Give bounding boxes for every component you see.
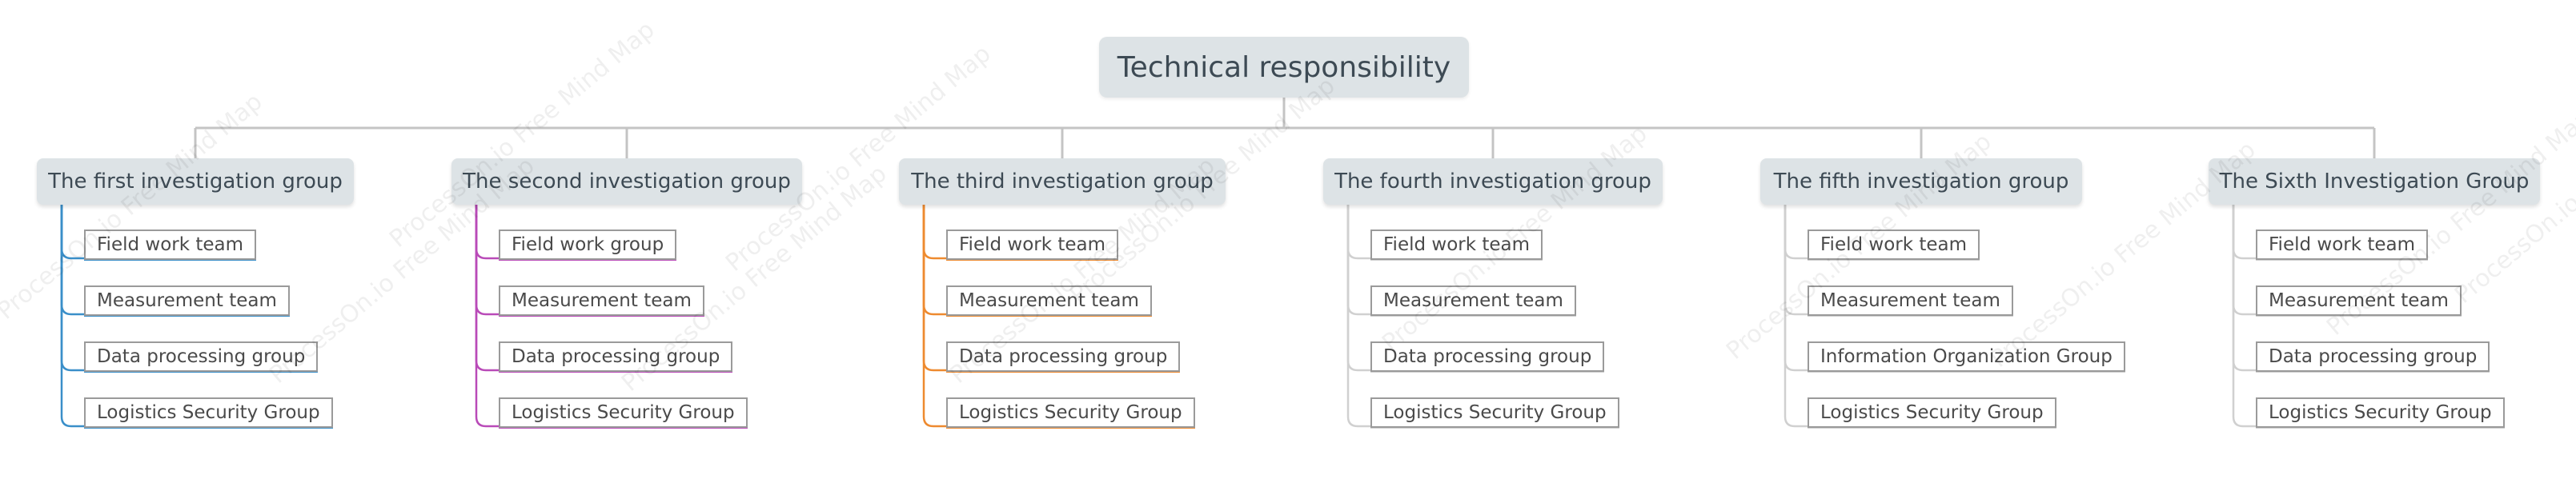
team-node[interactable]: Measurement team: [2256, 285, 2462, 316]
team-node[interactable]: Logistics Security Group: [1808, 397, 2056, 428]
group-node-label: The fifth investigation group: [1773, 170, 2069, 194]
branch-connector: [475, 205, 499, 260]
branch-connector: [2232, 205, 2256, 372]
team-node-label: Data processing group: [97, 346, 306, 367]
team-node-label: Measurement team: [1820, 290, 2000, 311]
team-node[interactable]: Logistics Security Group: [499, 397, 748, 428]
team-node[interactable]: Data processing group: [2256, 341, 2490, 372]
team-node[interactable]: Data processing group: [1370, 341, 1605, 372]
branch-connector: [922, 205, 946, 260]
team-node-label: Measurement team: [1383, 290, 1563, 311]
branch-connector: [60, 205, 84, 372]
team-node[interactable]: Logistics Security Group: [2256, 397, 2505, 428]
team-node-label: Field work team: [959, 234, 1106, 255]
team-node-label: Data processing group: [2269, 346, 2478, 367]
team-node[interactable]: Logistics Security Group: [84, 397, 333, 428]
group-node-label: The Sixth Investigation Group: [2219, 170, 2530, 194]
branch-connector: [475, 205, 499, 428]
team-node-label: Logistics Security Group: [959, 402, 1182, 423]
team-node[interactable]: Field work team: [1808, 230, 1980, 260]
branch-connector: [2232, 205, 2256, 428]
branch-connector: [60, 205, 84, 428]
team-node-label: Logistics Security Group: [97, 402, 320, 423]
team-node-label: Logistics Security Group: [512, 402, 735, 423]
branch-connector: [1346, 205, 1370, 316]
team-node[interactable]: Measurement team: [84, 285, 290, 316]
team-node-label: Data processing group: [512, 346, 720, 367]
branch-connector: [1784, 205, 1808, 428]
group-node[interactable]: The fifth investigation group: [1760, 158, 2082, 205]
branch-connector: [60, 205, 84, 260]
branch-connector: [922, 205, 946, 428]
team-node[interactable]: Data processing group: [946, 341, 1181, 372]
team-node-label: Field work team: [97, 234, 244, 255]
team-node-label: Logistics Security Group: [1383, 402, 1607, 423]
team-node-label: Measurement team: [959, 290, 1139, 311]
group-node-label: The fourth investigation group: [1334, 170, 1651, 194]
team-node-label: Measurement team: [512, 290, 692, 311]
team-node-label: Logistics Security Group: [1820, 402, 2044, 423]
team-node-label: Measurement team: [2269, 290, 2449, 311]
team-node-label: Logistics Security Group: [2269, 402, 2492, 423]
branch-connector: [1784, 205, 1808, 316]
group-node[interactable]: The third investigation group: [899, 158, 1226, 205]
team-node[interactable]: Field work group: [499, 230, 677, 260]
team-node[interactable]: Logistics Security Group: [946, 397, 1195, 428]
branch-connector: [475, 205, 499, 372]
branch-connector: [922, 205, 946, 316]
group-node-label: The first investigation group: [48, 170, 343, 194]
team-node[interactable]: Measurement team: [499, 285, 704, 316]
group-node[interactable]: The first investigation group: [37, 158, 354, 205]
team-node[interactable]: Field work team: [1370, 230, 1543, 260]
branch-connector: [1784, 205, 1808, 260]
branch-connector: [922, 205, 946, 372]
team-node-label: Measurement team: [97, 290, 277, 311]
team-node[interactable]: Measurement team: [1808, 285, 2013, 316]
branch-connector: [1346, 205, 1370, 260]
branch-connector: [475, 205, 499, 316]
team-node[interactable]: Field work team: [946, 230, 1119, 260]
team-node[interactable]: Data processing group: [499, 341, 733, 372]
branch-connector: [1346, 205, 1370, 372]
root-node-label: Technical responsibility: [1117, 50, 1451, 84]
team-node-label: Field work group: [512, 234, 664, 255]
team-node[interactable]: Measurement team: [1370, 285, 1576, 316]
group-node-label: The third investigation group: [911, 170, 1214, 194]
team-node-label: Field work team: [2269, 234, 2416, 255]
team-node[interactable]: Information Organization Group: [1808, 341, 2125, 372]
team-node[interactable]: Data processing group: [84, 341, 319, 372]
branch-connector: [1784, 205, 1808, 372]
team-node-label: Data processing group: [959, 346, 1168, 367]
root-node[interactable]: Technical responsibility: [1099, 37, 1469, 98]
group-node[interactable]: The Sixth Investigation Group: [2209, 158, 2540, 205]
team-node-label: Information Organization Group: [1820, 346, 2113, 367]
branch-connector: [60, 205, 84, 316]
team-node-label: Data processing group: [1383, 346, 1592, 367]
branch-connector: [1346, 205, 1370, 428]
team-node[interactable]: Measurement team: [946, 285, 1152, 316]
group-node[interactable]: The second investigation group: [451, 158, 802, 205]
group-node[interactable]: The fourth investigation group: [1323, 158, 1663, 205]
team-node[interactable]: Logistics Security Group: [1370, 397, 1619, 428]
team-node-label: Field work team: [1820, 234, 1968, 255]
team-node[interactable]: Field work team: [2256, 230, 2429, 260]
branch-connector: [2232, 205, 2256, 316]
group-node-label: The second investigation group: [463, 170, 791, 194]
team-node-label: Field work team: [1383, 234, 1531, 255]
team-node[interactable]: Field work team: [84, 230, 257, 260]
branch-connector: [2232, 205, 2256, 260]
